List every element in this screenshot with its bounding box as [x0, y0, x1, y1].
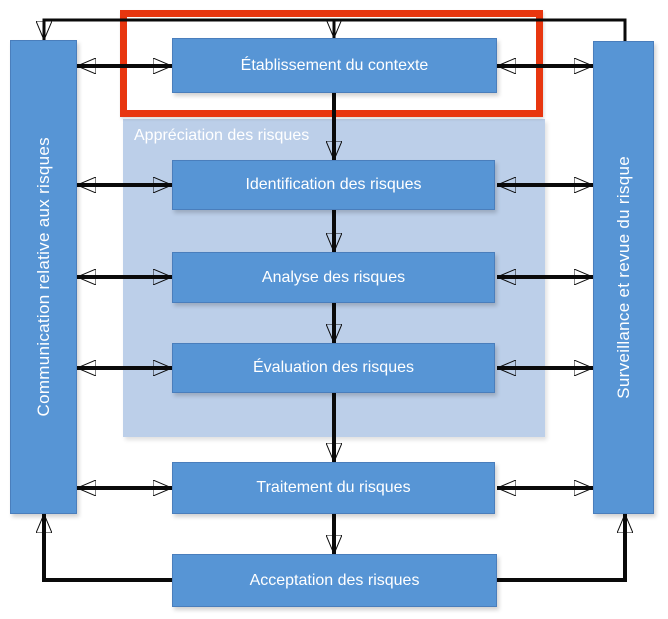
evaluation-box: Évaluation des risques: [172, 343, 495, 393]
communication-bar-label: Communication relative aux risques: [33, 137, 53, 417]
communication-bar: Communication relative aux risques: [10, 40, 77, 514]
identification-box-label: Identification des risques: [245, 176, 422, 193]
context-box: Établissement du contexte: [172, 38, 497, 93]
treatment-box-label: Traitement du risques: [256, 479, 411, 496]
risk-assessment-group-label: Appréciation des risques: [134, 127, 310, 144]
surveillance-bar-label: Surveillance et revue du risque: [613, 156, 633, 399]
left-return-line: [44, 514, 172, 582]
acceptance-box-label: Acceptation des risques: [249, 571, 420, 589]
right-return-line: [497, 514, 625, 582]
treatment-box: Traitement du risques: [172, 462, 495, 514]
surveillance-bar: Surveillance et revue du risque: [593, 41, 654, 514]
context-box-label: Établissement du contexte: [240, 56, 429, 74]
evaluation-box-label: Évaluation des risques: [253, 359, 414, 376]
identification-box: Identification des risques: [172, 160, 495, 210]
analysis-box: Analyse des risques: [172, 252, 495, 303]
analysis-box-label: Analyse des risques: [261, 268, 406, 286]
acceptance-box: Acceptation des risques: [172, 554, 497, 607]
